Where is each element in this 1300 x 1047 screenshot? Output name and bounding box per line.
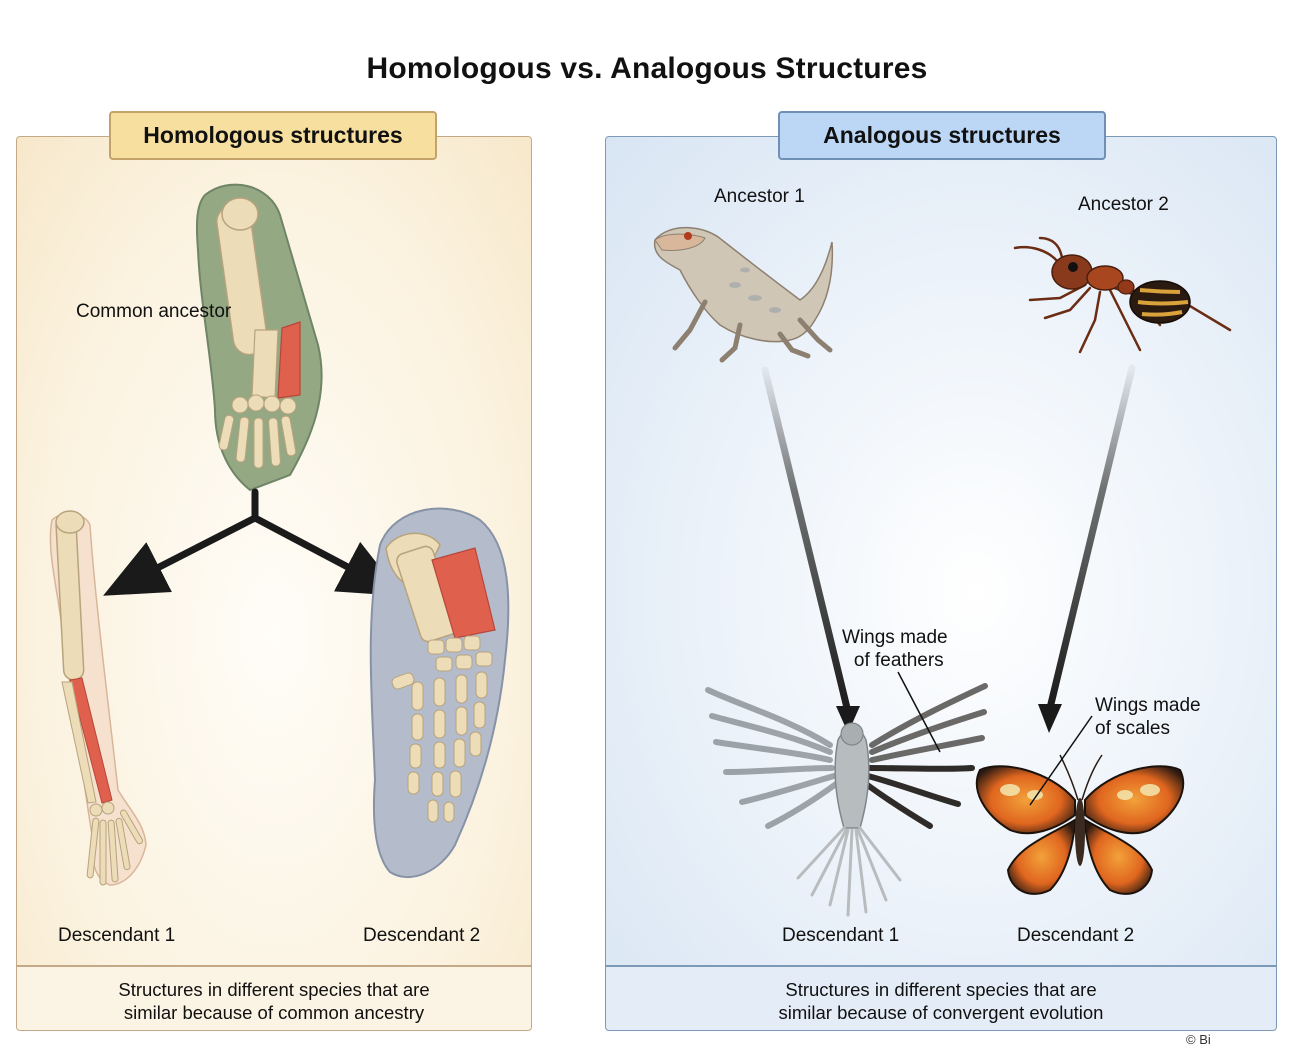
- scales-label: Wings made of scales: [1095, 694, 1201, 740]
- scales-label-line1: Wings made: [1095, 695, 1201, 716]
- homologous-descendant2-label: Descendant 2: [363, 925, 481, 946]
- common-ancestor-limb-illustration: [195, 183, 323, 492]
- ant-illustration: [1013, 236, 1232, 354]
- analogous-descendant1-label: Descendant 1: [782, 925, 900, 946]
- feathers-label: Wings made of feathers: [842, 626, 948, 672]
- bird-illustration: [705, 683, 988, 917]
- analogous-panel: [605, 136, 1277, 966]
- scales-label-line2: of scales: [1095, 718, 1170, 739]
- analogous-heading: Analogous structures: [778, 111, 1106, 160]
- common-ancestor-label: Common ancestor: [76, 301, 232, 322]
- ancestor2-label: Ancestor 2: [1078, 194, 1169, 215]
- analogous-descent-arrows: [761, 364, 1136, 733]
- ancestor1-label: Ancestor 1: [714, 186, 805, 207]
- feathers-label-line1: Wings made: [842, 627, 948, 648]
- scales-leader-line: [1029, 715, 1093, 806]
- feathers-leader-line: [897, 671, 941, 753]
- homologous-branch-arrows: [103, 488, 403, 597]
- page-title: Homologous vs. Analogous Structures: [366, 52, 928, 85]
- homologous-descendant1-label: Descendant 1: [58, 925, 176, 946]
- lizard-illustration: [653, 226, 834, 363]
- analogous-caption-line1: Structures in different species that are: [785, 979, 1097, 1000]
- butterfly-illustration: [975, 754, 1185, 895]
- homologous-caption: Structures in different species that are…: [16, 966, 532, 1031]
- homologous-caption-line1: Structures in different species that are: [118, 979, 430, 1000]
- analogous-caption-line2: similar because of convergent evolution: [778, 1002, 1104, 1023]
- homologous-caption-line2: similar because of common ancestry: [123, 1002, 425, 1023]
- human-arm-illustration: [49, 510, 147, 886]
- flipper-illustration: [369, 507, 510, 879]
- analogous-caption: Structures in different species that are…: [605, 966, 1277, 1031]
- homologous-heading: Homologous structures: [109, 111, 437, 160]
- feathers-label-line2: of feathers: [853, 650, 944, 671]
- analogous-descendant2-label: Descendant 2: [1017, 925, 1135, 946]
